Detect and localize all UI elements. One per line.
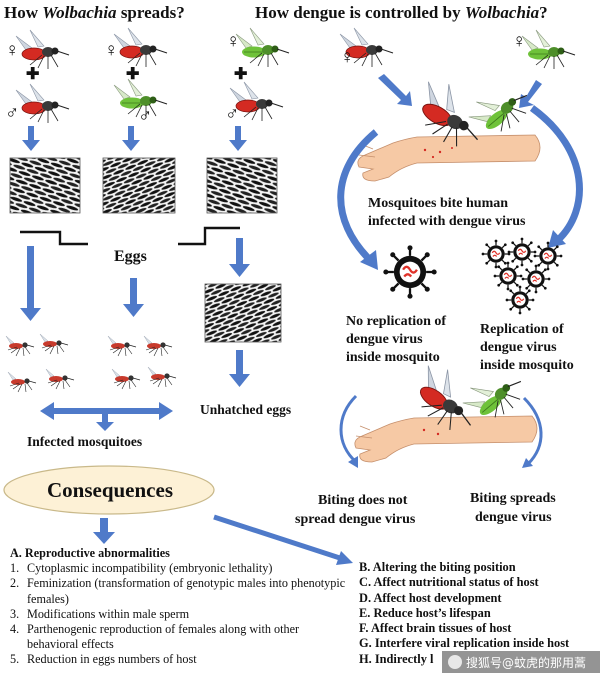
list-item: H. Indirectly l bbox=[359, 651, 434, 666]
arm-being-bitten-2 bbox=[354, 358, 538, 463]
watermark: 搜狐号@蚊虎的那用蒿 bbox=[442, 651, 600, 673]
watermark-logo-icon bbox=[448, 655, 462, 669]
female-symbol-1: ♀ bbox=[5, 40, 20, 61]
label-no-spread-line2: spread dengue virus bbox=[295, 512, 416, 527]
egg-cluster-2 bbox=[102, 157, 176, 214]
plus-sign-1: ✚ bbox=[26, 66, 40, 83]
mosquito-female-infected-1 bbox=[15, 29, 70, 70]
mosquito-female-infected-2 bbox=[113, 27, 168, 68]
egg-arrows bbox=[20, 238, 250, 387]
label-no-replication-line2: dengue virus bbox=[346, 332, 423, 347]
mosquito-male-infected-1 bbox=[15, 83, 70, 124]
egg-step-line-left bbox=[20, 230, 88, 246]
title-how-wolbachia-spreads: How Wolbachia spreads? bbox=[4, 3, 185, 22]
label-spread-line2: dengue virus bbox=[475, 510, 552, 525]
curved-arrow-left bbox=[337, 129, 379, 270]
curved-arrow-small-left bbox=[339, 394, 358, 468]
egg-cluster-3 bbox=[206, 157, 278, 214]
label-eggs: Eggs bbox=[114, 248, 147, 265]
male-symbol-2: ♂ bbox=[138, 106, 153, 127]
label-bite-line2: infected with dengue virus bbox=[368, 214, 526, 229]
other-consequences-list: B. Altering the biting position C. Affec… bbox=[359, 560, 599, 667]
label-spread-line1: Biting spreads bbox=[470, 491, 556, 506]
virus-no-replication bbox=[382, 244, 438, 300]
list-item: 3. Modifications within male sperm bbox=[10, 606, 190, 621]
virus-replication-cluster bbox=[480, 236, 564, 316]
arm-being-bitten bbox=[357, 73, 541, 182]
male-symbol-1: ♂ bbox=[5, 103, 20, 124]
curved-arrow-small-right bbox=[522, 396, 543, 468]
list-item: E. Reduce host’s lifespan bbox=[359, 605, 491, 620]
list-item: D. Affect host development bbox=[359, 590, 502, 605]
list-item: 4. Parthenogenic reproduction of females… bbox=[10, 622, 300, 652]
label-unhatched-eggs: Unhatched eggs bbox=[200, 402, 292, 417]
label-replication-line3: inside mosquito bbox=[480, 358, 574, 373]
female-symbol-right-2: ♀ bbox=[512, 31, 527, 52]
consequences-arrow-down bbox=[93, 518, 115, 544]
consequences-ellipse bbox=[3, 465, 215, 515]
list-item: 5. Reduction in eggs numbers of host bbox=[10, 652, 197, 667]
list-item: 1. Cytoplasmic incompatibility (embryoni… bbox=[10, 561, 273, 576]
egg-step-line-right bbox=[178, 226, 240, 246]
curved-arrow-right bbox=[529, 105, 583, 248]
plus-sign-3: ✚ bbox=[234, 66, 248, 83]
list-item: G. Interfere viral replication inside ho… bbox=[359, 636, 570, 651]
list-item: 2. Feminization (transformation of genot… bbox=[10, 576, 346, 606]
reproductive-abnormalities-heading: A. Reproductive abnormalities bbox=[10, 546, 170, 560]
list-item: B. Altering the biting position bbox=[359, 560, 516, 574]
list-item: C. Affect nutritional status of host bbox=[359, 575, 539, 590]
right-top-arrows bbox=[378, 74, 542, 108]
parent-arrows bbox=[22, 126, 247, 151]
label-no-replication-line3: inside mosquito bbox=[346, 350, 440, 365]
label-no-spread-line1: Biting does not bbox=[318, 493, 408, 508]
label-replication-line1: Replication of bbox=[480, 322, 564, 337]
infected-double-arrow bbox=[40, 402, 173, 431]
female-symbol-right-1: ♀ bbox=[340, 47, 355, 68]
mosquito-uninfected-right bbox=[521, 29, 576, 70]
egg-cluster-1 bbox=[9, 157, 81, 214]
label-bite-line1: Mosquitoes bite human bbox=[368, 196, 509, 211]
label-replication-line2: dengue virus bbox=[480, 340, 557, 355]
consequences-title: Consequences bbox=[46, 477, 173, 502]
plus-sign-2: ✚ bbox=[126, 66, 140, 83]
reproductive-abnormalities-list: A. Reproductive abnormalities 1. Cytopla… bbox=[10, 546, 350, 668]
list-item: F. Affect brain tissues of host bbox=[359, 621, 512, 636]
male-symbol-3: ♂ bbox=[225, 104, 240, 125]
title-how-dengue-controlled: How dengue is controlled by Wolbachia? bbox=[255, 3, 548, 22]
infected-mosquito-swarm-2 bbox=[107, 335, 177, 390]
female-symbol-2: ♀ bbox=[104, 40, 119, 61]
mosquito-female-uninfected bbox=[235, 27, 290, 68]
infected-mosquito-swarm-1 bbox=[5, 333, 75, 393]
female-symbol-3: ♀ bbox=[226, 31, 241, 52]
egg-cluster-unhatched bbox=[204, 283, 282, 343]
label-infected-mosquitoes: Infected mosquitoes bbox=[27, 434, 143, 449]
consequences-arrow-right bbox=[213, 514, 353, 565]
label-no-replication-line1: No replication of bbox=[346, 314, 447, 329]
